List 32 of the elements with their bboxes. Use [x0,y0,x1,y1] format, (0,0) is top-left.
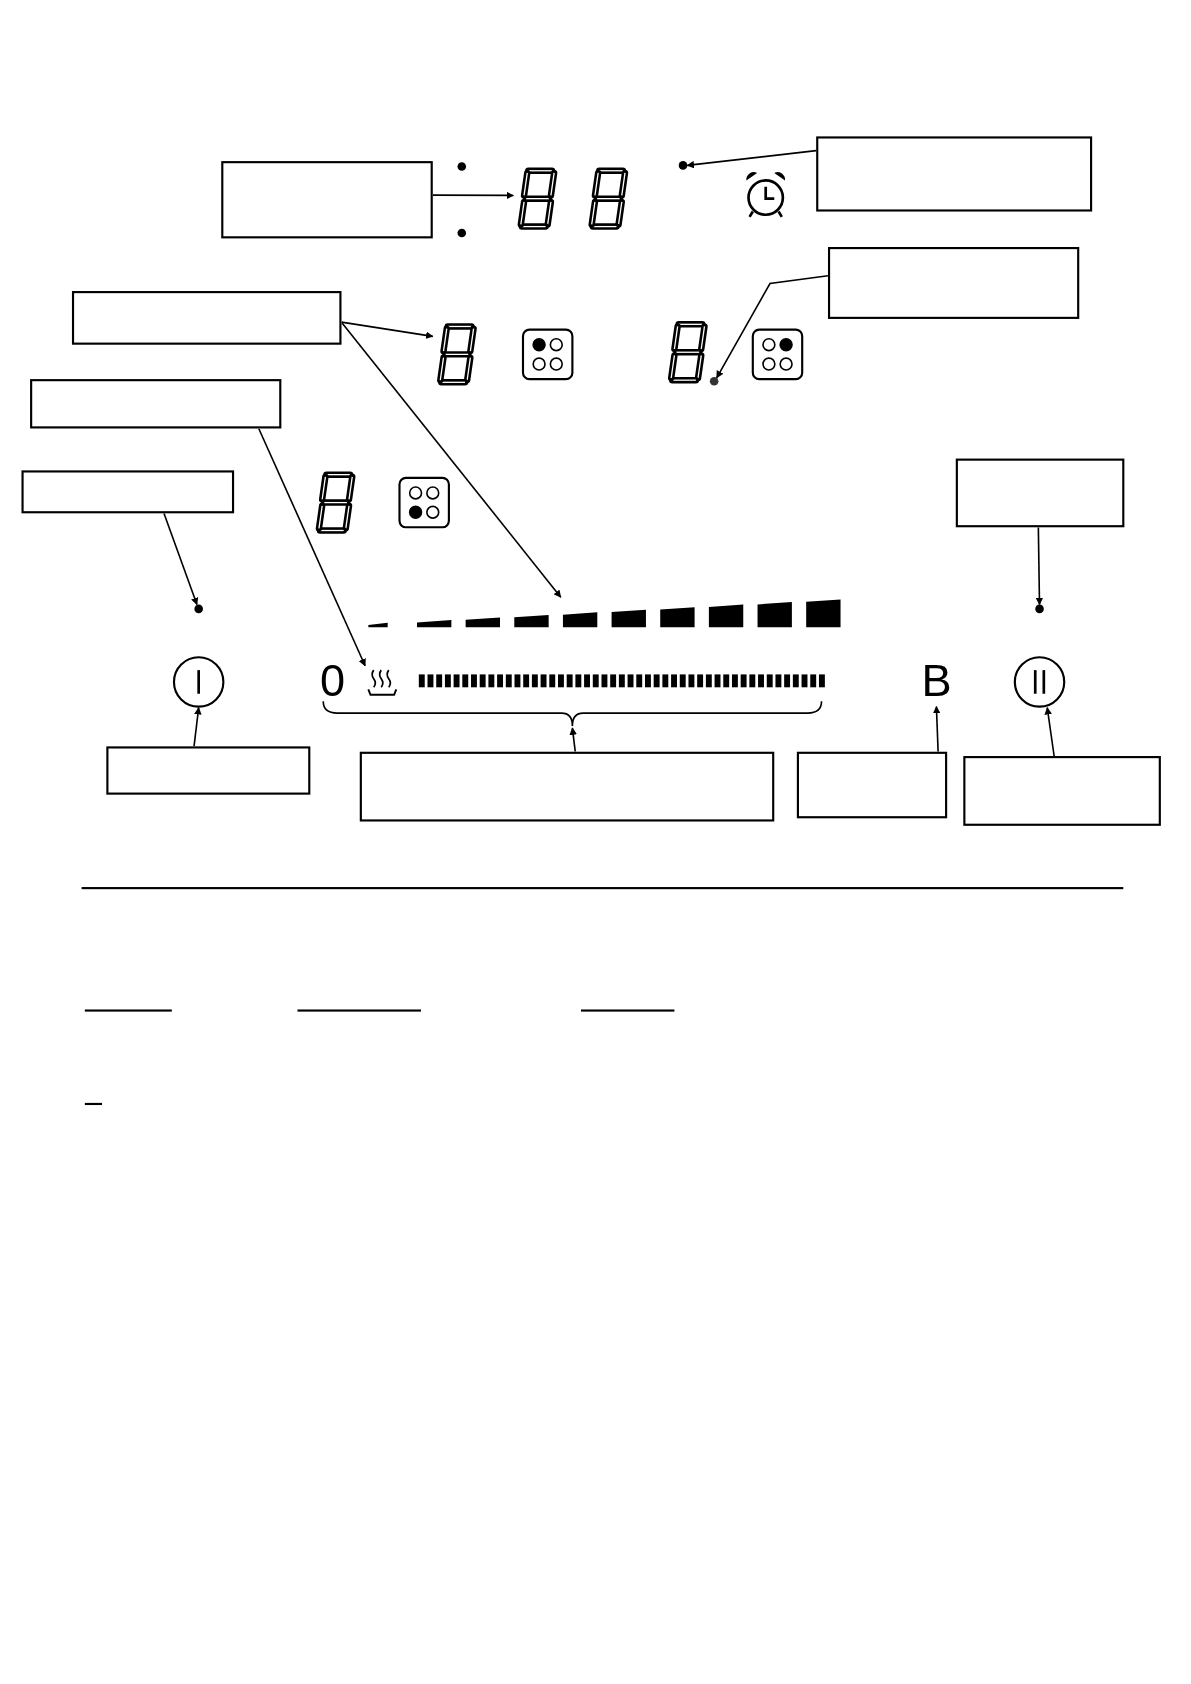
button-letter: B [921,655,952,707]
leader-arrow [193,706,202,748]
indicator-dot [709,376,719,386]
pause-button [1013,656,1066,708]
callout-box [828,247,1080,319]
callout-box [359,751,775,822]
leader-arrow [1044,706,1055,757]
leader-arrow [431,191,515,200]
leader-arrow [1035,526,1044,606]
slider-start-digit: 0 [320,655,346,707]
leader-arrow [163,512,199,606]
indicator-dot [1035,604,1044,614]
callout-box [796,751,948,819]
callout-box [30,379,282,429]
indicator-dot [678,161,688,170]
callout-box [221,161,433,239]
leader-arrow [569,727,577,753]
on-off-button [172,656,225,708]
leader-arrow [257,427,366,667]
callout-box [106,746,311,795]
callout-box [955,458,1125,528]
leader-arrow [932,705,941,753]
callout-box [21,470,235,514]
indicator-dot [194,604,203,614]
leader-arrow [686,149,817,169]
callout-box [71,291,342,345]
callout-box [816,136,1093,212]
leader-arrow [715,274,829,379]
leader-arrow [340,321,562,598]
callout-box [963,756,1161,826]
leader-arrow [340,321,434,339]
curly-brace [322,700,823,729]
